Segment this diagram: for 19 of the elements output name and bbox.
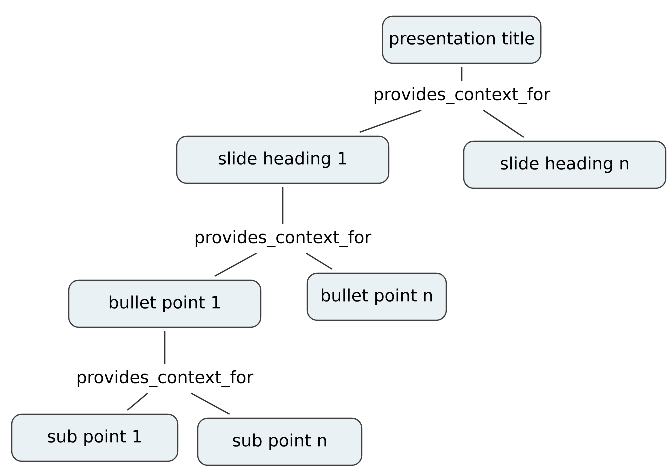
concept-box: sub point n [197, 418, 363, 466]
connector-line [360, 110, 422, 134]
connector-line [483, 110, 524, 138]
concept-box: presentation title [382, 16, 542, 64]
connector-line [214, 252, 258, 278]
linking-phrase: provides_context_for [374, 88, 551, 104]
connector-line [306, 252, 333, 270]
linking-phrase: provides_context_for [196, 230, 372, 248]
connector-line [164, 332, 166, 365]
connector-line [127, 392, 148, 411]
concept-box: sub point 1 [11, 414, 179, 462]
connector-line [282, 188, 284, 225]
connector-line [191, 392, 230, 416]
concept-box: slide heading 1 [176, 136, 390, 184]
connector-line [461, 68, 463, 82]
concept-box: slide heading n [463, 140, 667, 190]
concept-box: bullet point 1 [68, 280, 262, 328]
concept-box: bullet point n [306, 272, 448, 322]
linking-phrase: provides_context_for [78, 370, 254, 388]
